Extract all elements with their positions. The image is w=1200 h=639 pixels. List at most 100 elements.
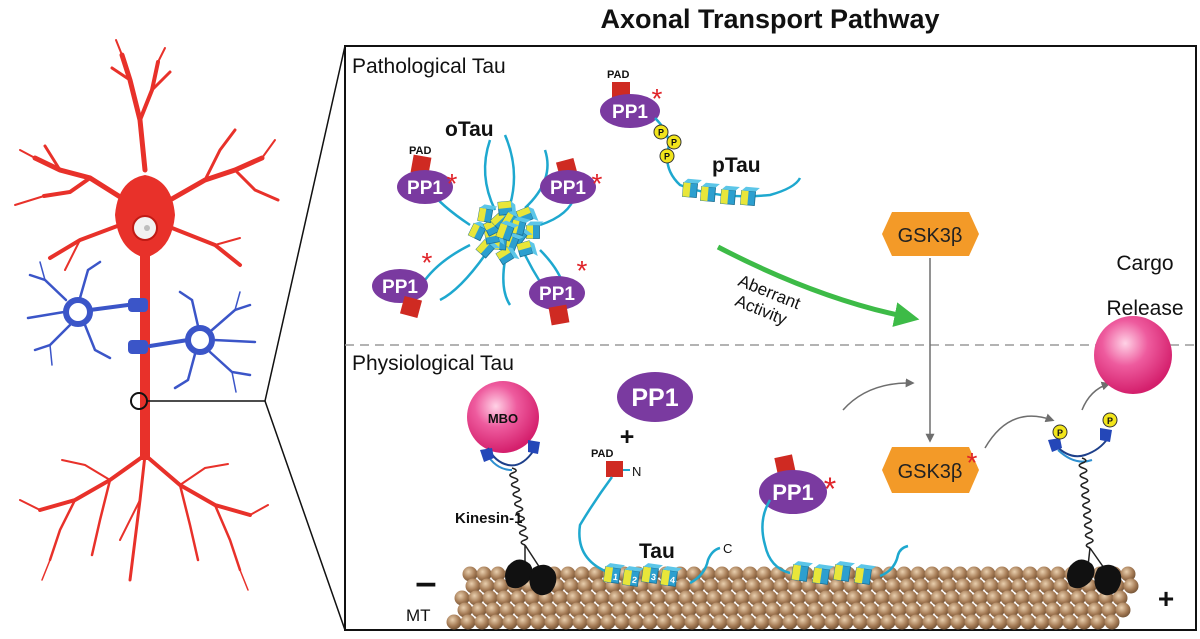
myelin-segment bbox=[128, 298, 148, 312]
repeat-number: 4 bbox=[669, 575, 675, 586]
cargo-label-line2: Release bbox=[1106, 297, 1183, 320]
pp1-molecule: PP1 * PAD bbox=[397, 145, 458, 204]
tau-repeat-domains bbox=[791, 561, 876, 585]
repeat-domain bbox=[475, 239, 501, 259]
svg-text:*: * bbox=[967, 447, 978, 478]
ptau-molecule: PAD PP1 * PPP bbox=[600, 69, 802, 207]
repeat-domain bbox=[854, 564, 876, 585]
tau-pp1-complex: PP1 * bbox=[759, 454, 909, 585]
svg-text:MBO: MBO bbox=[488, 411, 518, 426]
repeat-domain bbox=[516, 240, 538, 258]
microtubule bbox=[446, 566, 1139, 630]
plus-end-label: + bbox=[1158, 583, 1174, 614]
kinesin-label: Kinesin-1 bbox=[455, 510, 523, 527]
otau-cluster bbox=[424, 134, 577, 311]
svg-text:*: * bbox=[447, 168, 458, 199]
phosphate-group: PPP bbox=[653, 124, 682, 164]
svg-text:*: * bbox=[577, 255, 588, 286]
tau-label: Tau bbox=[639, 540, 675, 563]
otau-label: oTau bbox=[445, 118, 494, 141]
svg-text:PAD: PAD bbox=[409, 145, 431, 157]
zoom-panel bbox=[344, 45, 1197, 631]
repeat-domain bbox=[681, 178, 702, 199]
free-pp1: PP1 bbox=[617, 372, 693, 422]
dendrites bbox=[14, 39, 280, 271]
svg-text:C: C bbox=[723, 541, 732, 556]
figure-title: Axonal Transport Pathway bbox=[600, 4, 939, 34]
inhibition-arrow bbox=[842, 378, 915, 411]
svg-text:PAD: PAD bbox=[591, 448, 613, 460]
gsk3b-active: GSK3β * bbox=[882, 447, 979, 493]
repeat-domain bbox=[699, 182, 720, 203]
svg-text:P: P bbox=[671, 138, 677, 148]
svg-text:P: P bbox=[1057, 428, 1063, 438]
ptau-repeat-domains bbox=[681, 178, 760, 207]
svg-text:PP1: PP1 bbox=[407, 178, 443, 199]
zoom-line-bottom bbox=[264, 400, 346, 631]
repeat-domain bbox=[833, 561, 855, 582]
svg-text:*: * bbox=[422, 247, 433, 278]
gsk3b-inactive: GSK3β bbox=[882, 212, 979, 256]
svg-text:P: P bbox=[1107, 416, 1113, 426]
tau-repeat-domains: 1 2 3 4 bbox=[603, 563, 682, 587]
section-label-pathological: Pathological Tau bbox=[352, 55, 506, 78]
axon bbox=[140, 250, 150, 460]
ptau-label: pTau bbox=[712, 154, 761, 177]
repeat-domain: 3 bbox=[641, 563, 663, 584]
repeat-domain bbox=[812, 564, 834, 585]
glia-left bbox=[26, 260, 130, 366]
plus-sign: + bbox=[620, 423, 635, 451]
phosphorylation-arrow bbox=[984, 413, 1055, 449]
cargo-label-line1: Cargo bbox=[1116, 252, 1173, 275]
mt-label: MT bbox=[406, 606, 431, 625]
minus-end-label: – bbox=[415, 562, 436, 604]
repeat-domain bbox=[495, 220, 520, 242]
repeat-domain bbox=[477, 204, 498, 224]
repeat-domain bbox=[497, 200, 517, 218]
glia-right bbox=[148, 290, 257, 393]
svg-text:*: * bbox=[652, 83, 663, 114]
aberrant-activity-arrow bbox=[716, 244, 920, 327]
svg-text:PP1: PP1 bbox=[382, 277, 418, 298]
svg-text:GSK3β: GSK3β bbox=[898, 225, 963, 247]
section-label-physiological: Physiological Tau bbox=[352, 352, 514, 375]
svg-text:PP1: PP1 bbox=[612, 102, 648, 123]
repeat-domain: 2 bbox=[622, 566, 644, 587]
zoom-line-top bbox=[264, 45, 346, 402]
myelin-segment bbox=[128, 340, 148, 354]
repeat-number: 1 bbox=[612, 572, 618, 583]
release-arrow bbox=[1081, 381, 1111, 411]
released-cargo bbox=[1094, 316, 1172, 394]
tau-bound: PAD N C 1 2 3 4 bbox=[578, 448, 732, 587]
repeat-domain bbox=[495, 246, 520, 266]
svg-text:PP1: PP1 bbox=[631, 384, 678, 412]
kinesin-motor-left: MBO bbox=[467, 381, 557, 596]
neuron-illustration bbox=[14, 39, 346, 631]
repeat-number: 3 bbox=[650, 572, 656, 583]
repeat-domain bbox=[791, 561, 813, 582]
svg-text:*: * bbox=[824, 471, 836, 507]
kinesin-motor-right: P P bbox=[1048, 412, 1122, 596]
mbo-cargo bbox=[467, 381, 539, 453]
repeat-domain: 1 bbox=[603, 563, 625, 584]
svg-text:PP1: PP1 bbox=[539, 284, 575, 305]
pp1-molecule: PP1 * bbox=[540, 157, 603, 204]
svg-text:PAD: PAD bbox=[607, 69, 629, 81]
otau-repeat-domains bbox=[467, 200, 544, 266]
axon-terminals bbox=[19, 453, 269, 591]
pp1-molecule: PP1 * bbox=[529, 255, 588, 326]
svg-text:GSK3β: GSK3β bbox=[898, 461, 963, 483]
pp1-molecule: PP1 * bbox=[372, 247, 433, 319]
repeat-domain: 4 bbox=[660, 566, 682, 587]
svg-text:N: N bbox=[632, 464, 641, 479]
svg-text:PP1: PP1 bbox=[550, 178, 586, 199]
repeat-domain bbox=[526, 221, 544, 239]
svg-text:P: P bbox=[658, 128, 664, 138]
repeat-domain bbox=[719, 185, 740, 206]
svg-text:*: * bbox=[592, 168, 603, 199]
svg-text:P: P bbox=[664, 152, 670, 162]
svg-text:PP1: PP1 bbox=[772, 480, 814, 505]
repeat-number: 2 bbox=[631, 575, 637, 586]
